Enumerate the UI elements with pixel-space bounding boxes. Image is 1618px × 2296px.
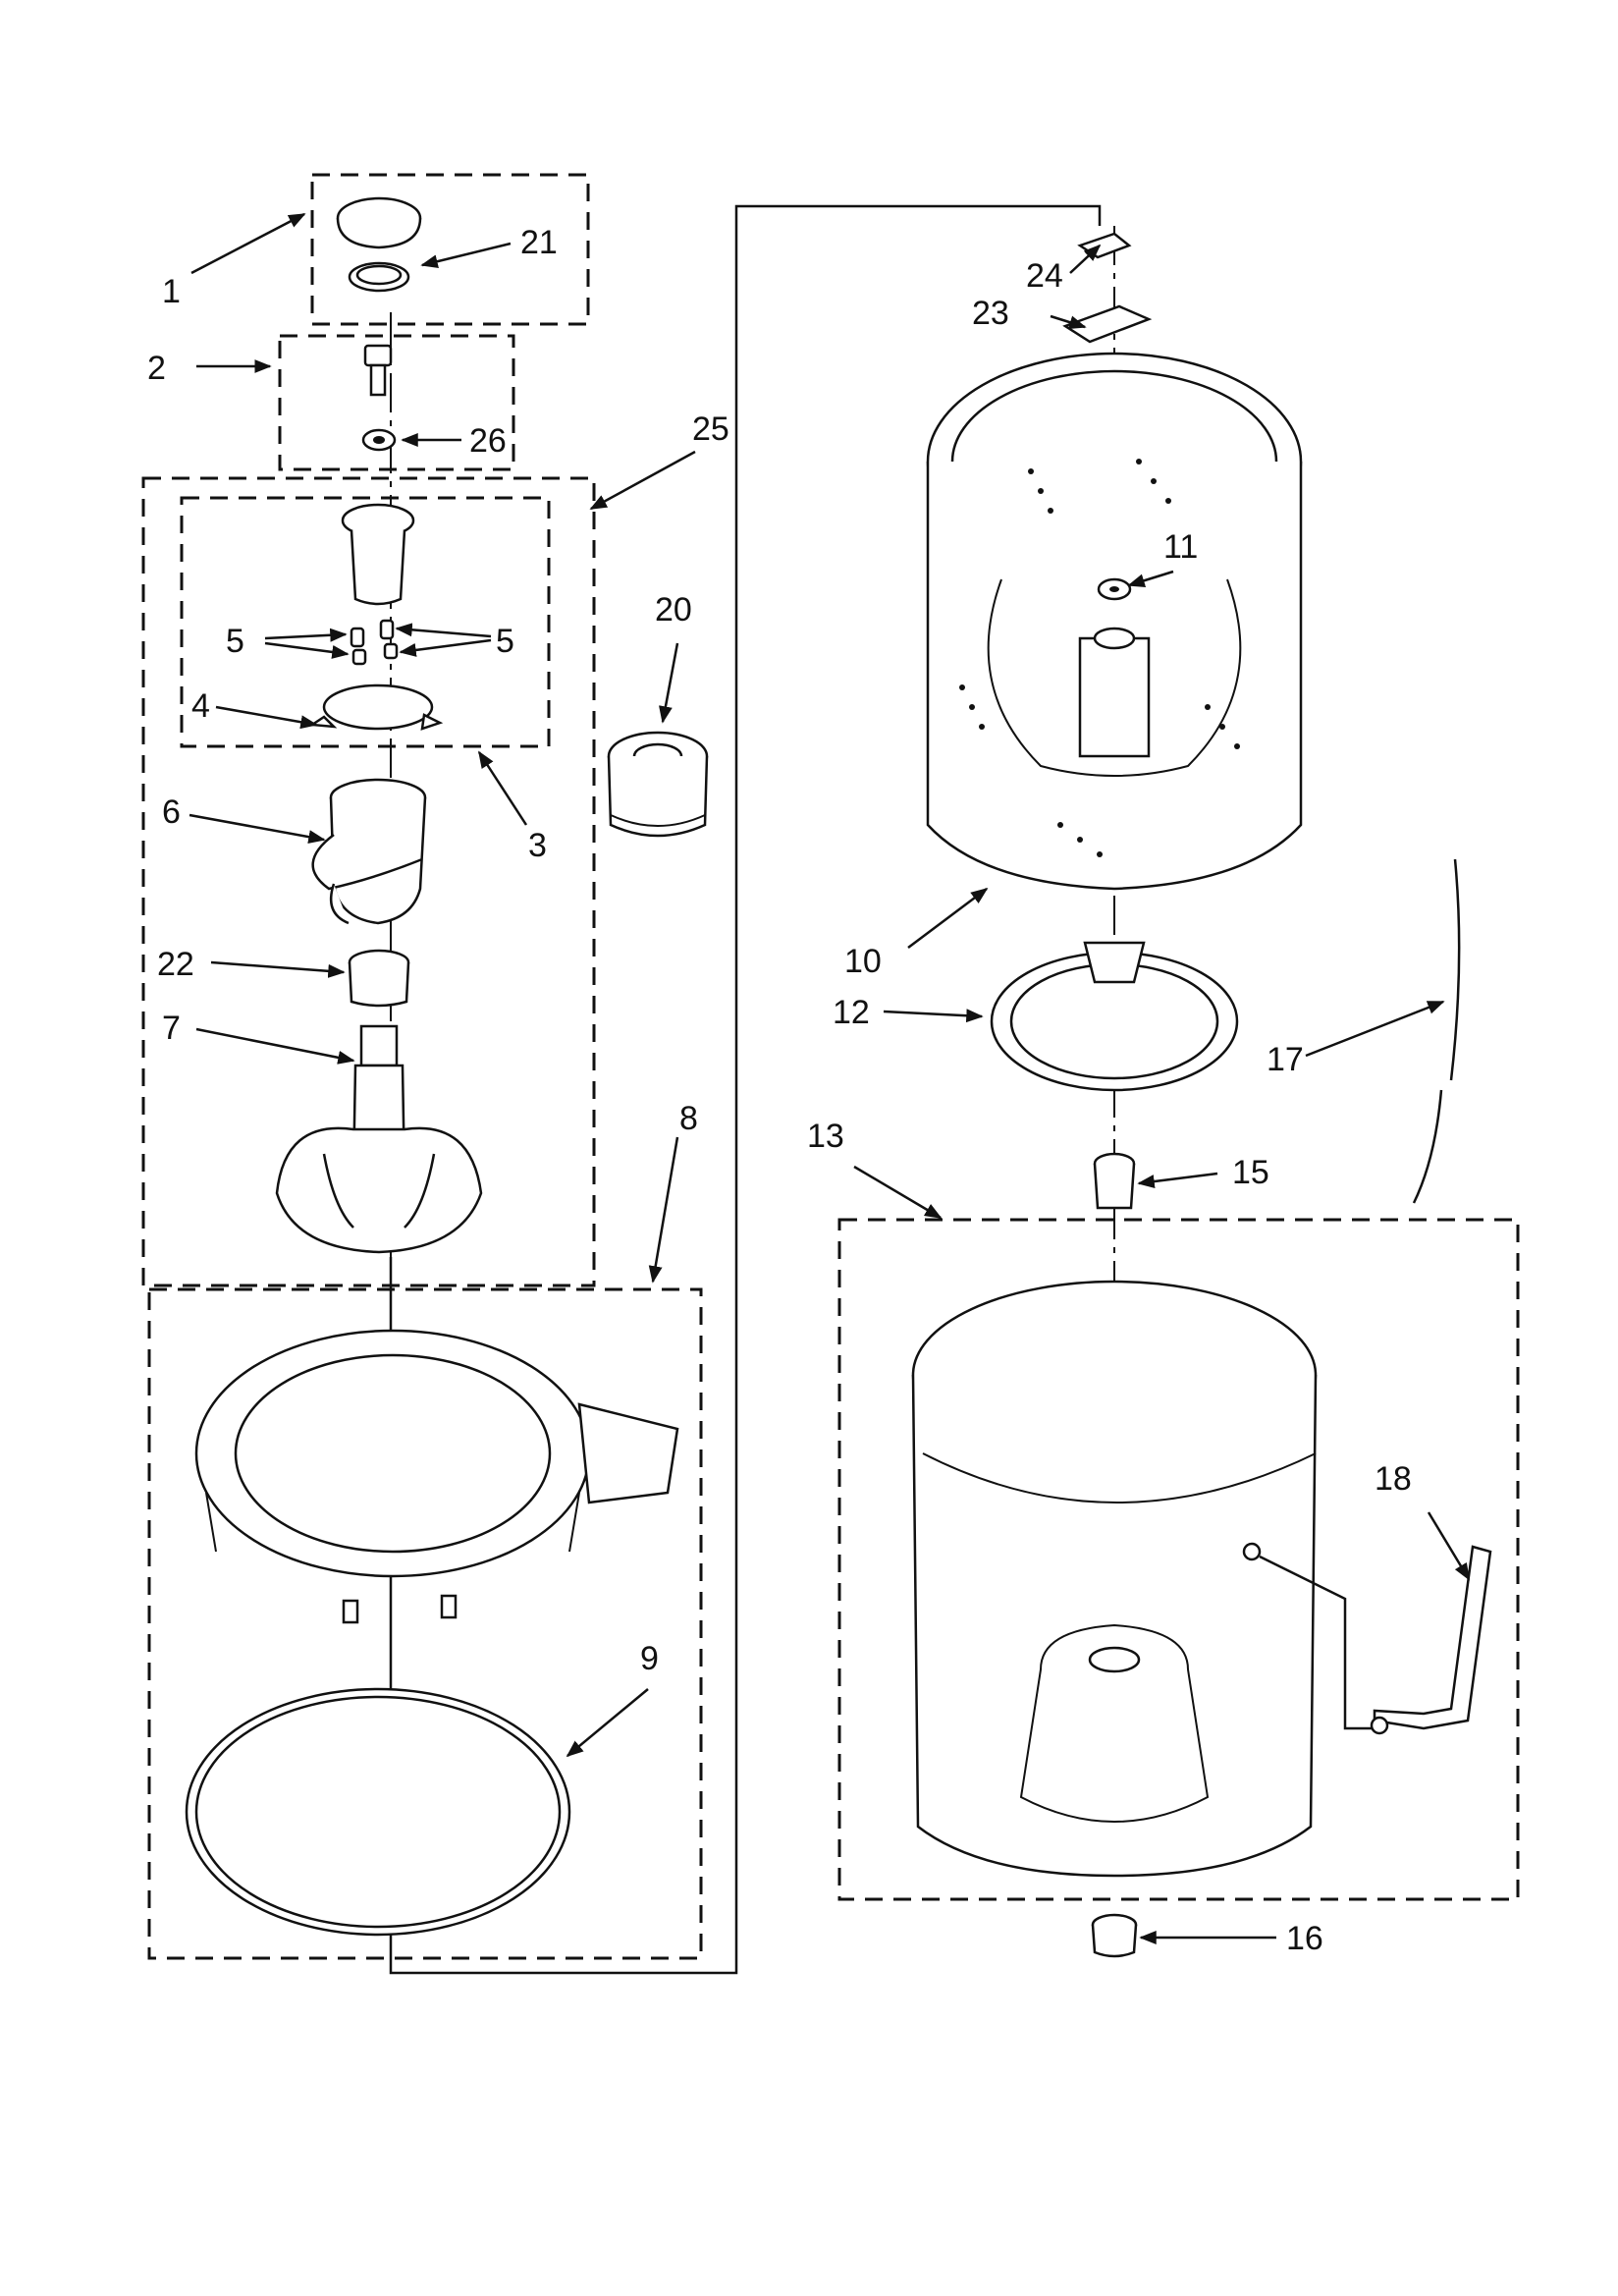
part-basket-10 [926,352,1303,891]
callout-7: 7 [162,1010,181,1047]
callout-23: 23 [972,295,1009,332]
part-gasket-9 [185,1687,571,1937]
part-dog-housing [341,503,415,606]
part-nut-11 [1097,577,1132,601]
callout-15: 15 [1232,1154,1269,1191]
callout-26: 26 [469,422,507,460]
callout-1: 1 [162,273,181,310]
callout-16: 16 [1286,1920,1323,1957]
group-box-1 [310,173,590,326]
callout-13: 13 [807,1118,844,1155]
part-agitator-base-7 [275,1024,483,1254]
callout-20: 20 [655,591,692,629]
group-box-8 [147,1287,703,1960]
callout-18: 18 [1375,1460,1412,1498]
part-coupling-15 [1093,1152,1136,1210]
part-auger-6 [311,778,427,925]
group-box-13 [837,1218,1520,1901]
part-23 [1062,304,1153,344]
callout-25: 25 [692,410,729,448]
callout-6: 6 [162,793,181,831]
callout-17: 17 [1267,1041,1304,1078]
callout-12: 12 [833,994,870,1031]
callout-8: 8 [679,1100,698,1137]
part-dogs-5 [350,619,399,666]
callout-4: 4 [191,687,210,725]
part-cam-4 [308,683,444,731]
callout-5-right: 5 [496,623,514,660]
callout-11: 11 [1163,528,1198,566]
part-bolt [363,344,393,397]
callout-9: 9 [640,1640,659,1677]
callout-3: 3 [528,827,547,864]
callout-21: 21 [520,224,558,261]
part-nut-16 [1091,1913,1138,1958]
part-pulley-12 [990,941,1239,1092]
leader-arrows [189,212,1471,1944]
group-box-2 [278,334,515,471]
part-ring-21 [348,261,410,293]
group-box-25 [141,476,596,1287]
group-box-3 [180,496,551,748]
part-seal-20 [607,731,709,838]
part-tub-ring-8 [194,1329,679,1624]
callout-2: 2 [147,350,166,387]
part-outer-tub-13 [911,1280,1318,1878]
callout-5-left: 5 [226,623,244,660]
part-pressure-hose-18 [1259,1545,1492,1735]
callout-10: 10 [844,943,882,980]
callout-24: 24 [1026,257,1063,295]
part-cap [336,196,422,249]
part-bearing-22 [348,949,410,1008]
part-washer-26 [361,428,397,452]
callout-22: 22 [157,946,194,983]
part-hose-17 [1412,858,1461,1204]
part-24 [1077,232,1132,259]
